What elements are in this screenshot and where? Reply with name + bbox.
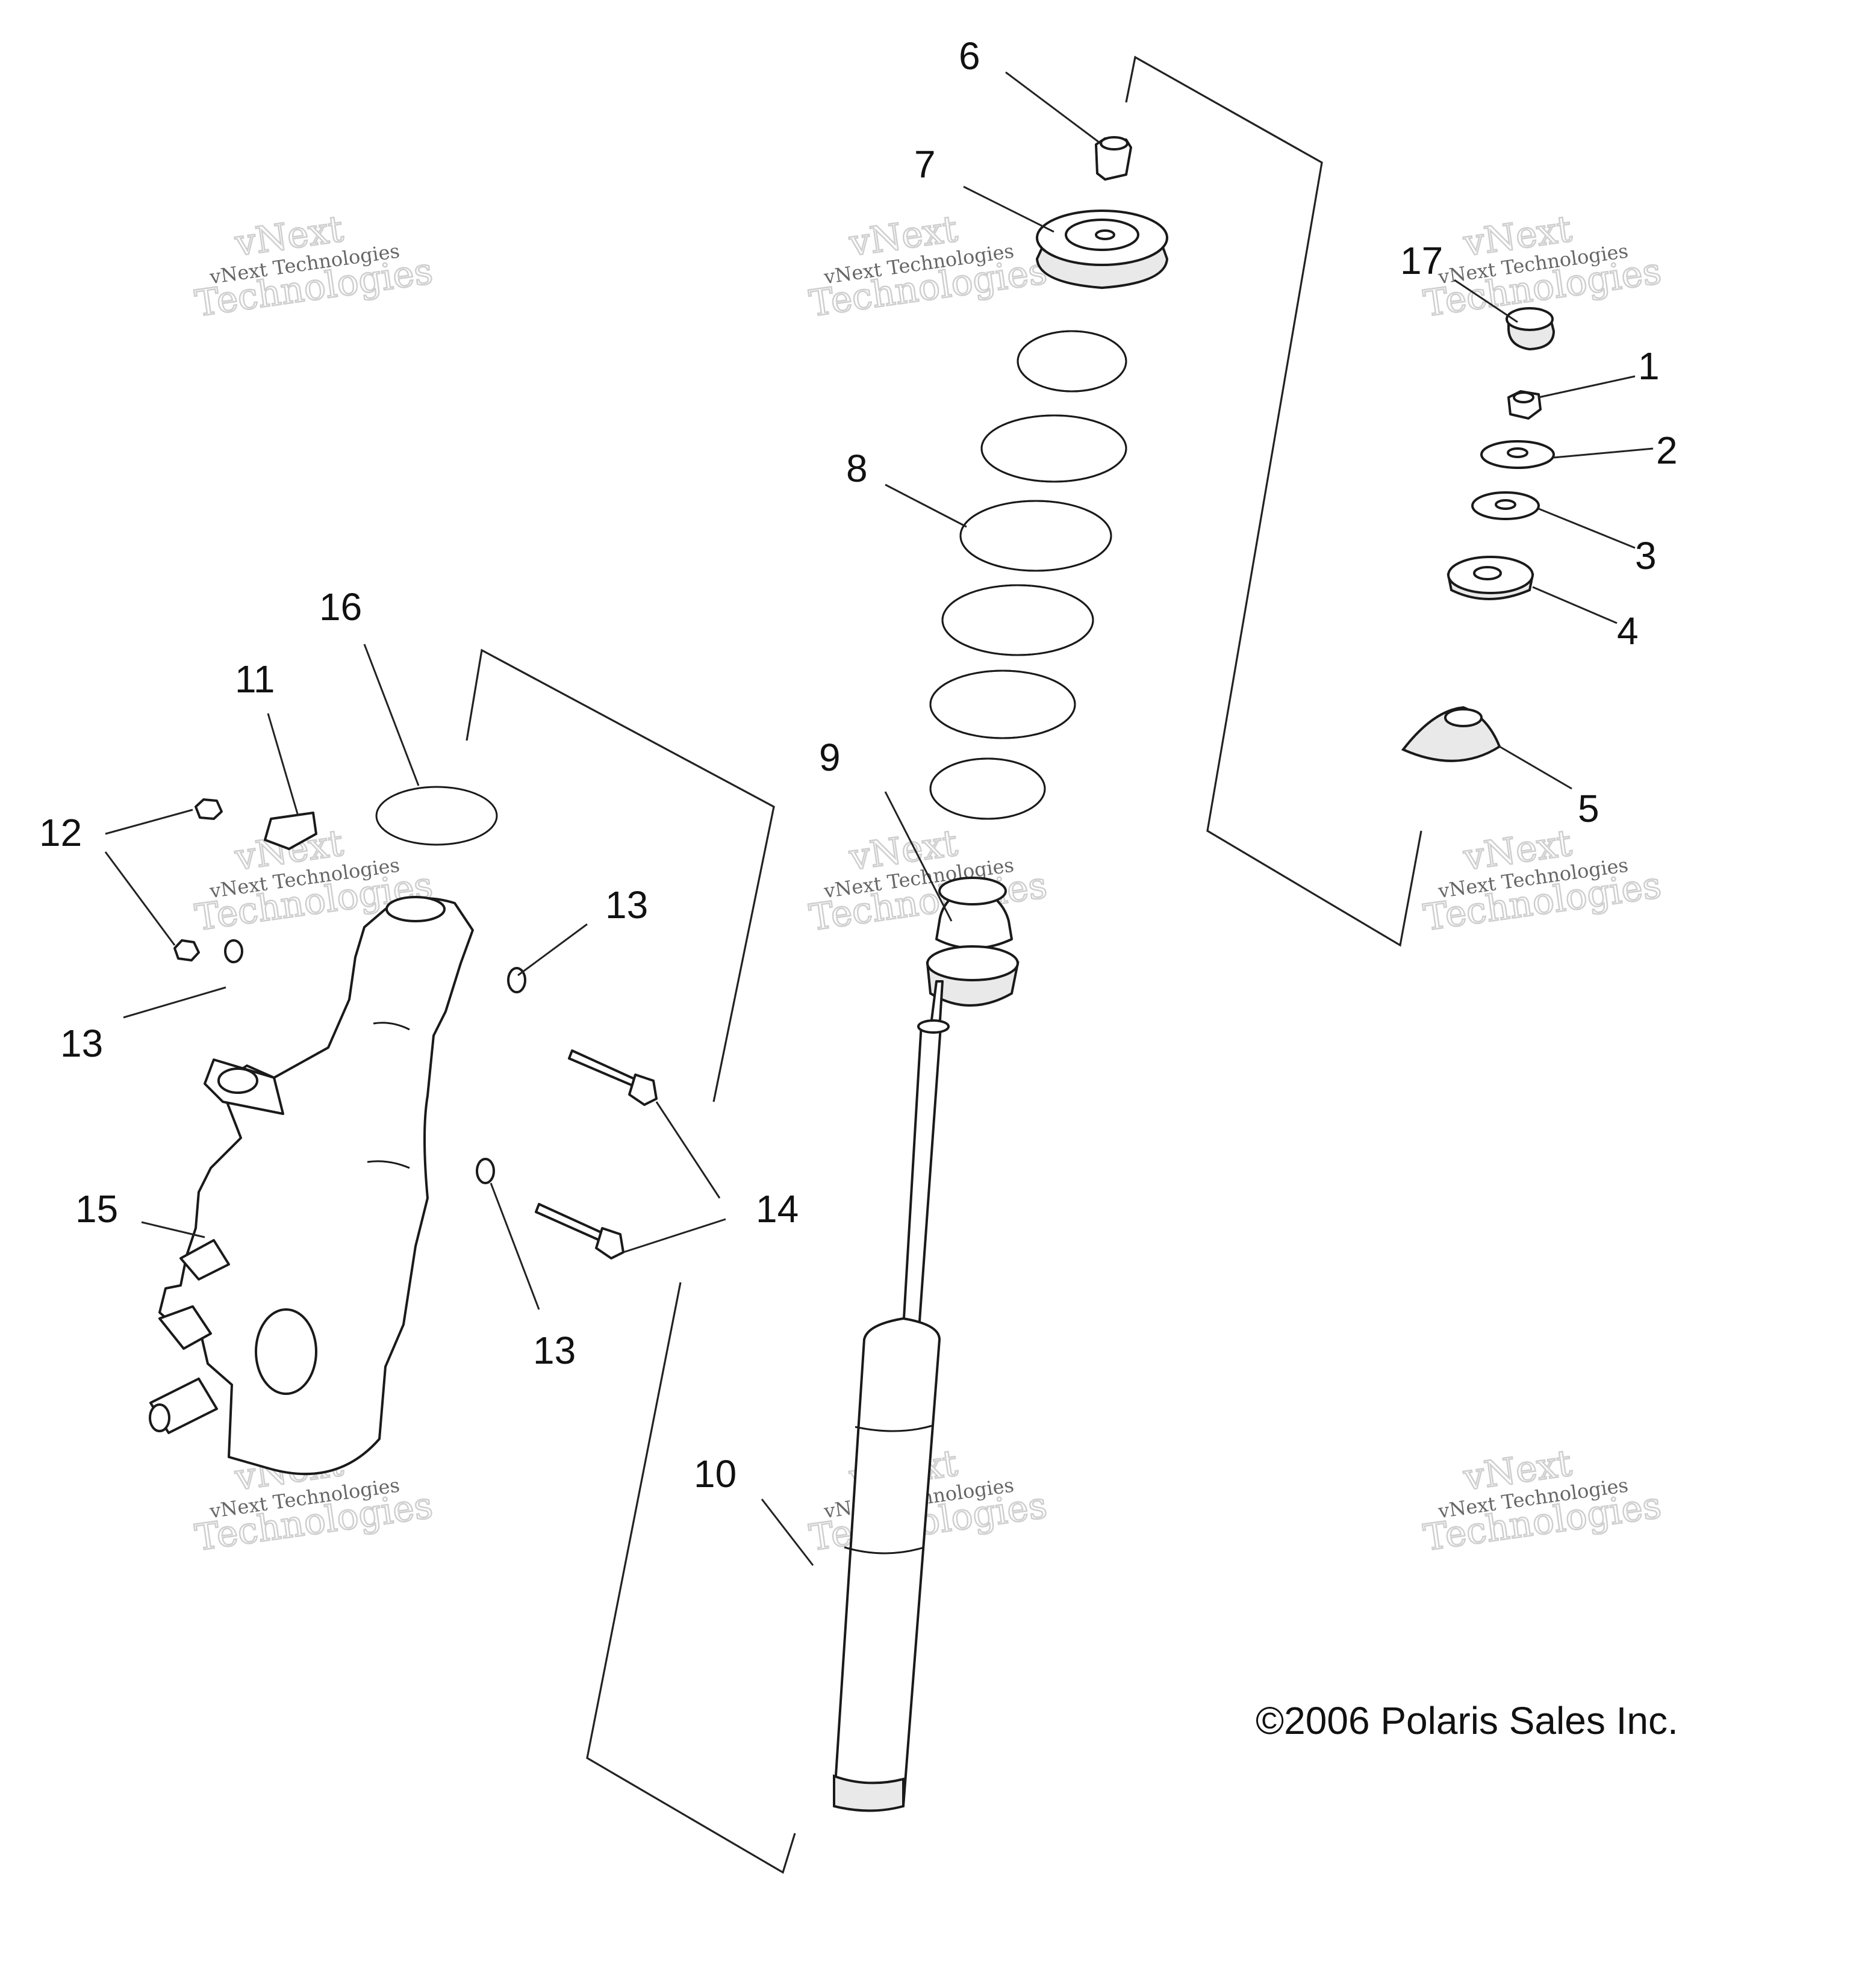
bracket-lower-assembly <box>466 648 796 1874</box>
leader-lines <box>104 71 1654 1566</box>
callout-17: 17 <box>1400 239 1443 282</box>
part-6-nut <box>1095 136 1132 181</box>
callout-4: 4 <box>1617 609 1639 653</box>
callout-10: 10 <box>694 1452 737 1496</box>
part-13-washer-low <box>476 1158 495 1184</box>
part-5-cup <box>1401 706 1501 762</box>
part-9-bump-stop <box>926 877 1020 1007</box>
callout-2: 2 <box>1656 429 1678 472</box>
watermark: vNext Technologies vNext Technologies <box>1420 821 1664 940</box>
callout-6: 6 <box>959 34 980 78</box>
callout-3: 3 <box>1635 534 1657 577</box>
part-14-bolt-lower <box>535 1203 624 1260</box>
part-12-nut-upper <box>195 798 223 820</box>
callout-16: 16 <box>319 585 362 629</box>
watermark: vNext Technologies vNext Technologies <box>1420 1441 1664 1560</box>
part-12-nut-lower <box>173 939 200 961</box>
part-17-cap <box>1506 307 1556 351</box>
part-3-washer <box>1471 491 1540 520</box>
part-11-clip <box>264 812 317 850</box>
callout-13-mid: 13 <box>605 883 648 927</box>
callout-1: 1 <box>1638 344 1660 388</box>
part-4-bushing <box>1447 556 1534 600</box>
callout-12: 12 <box>39 811 82 854</box>
part-14-bolt-upper <box>568 1049 658 1106</box>
watermark: vNext Technologies vNext Technologies <box>806 207 1050 326</box>
watermark: vNext Technologies vNext Technologies <box>806 821 1050 940</box>
callout-11: 11 <box>235 657 275 701</box>
part-13-washer-left <box>224 939 243 963</box>
watermark: vNext Technologies vNext Technologies <box>1420 207 1664 326</box>
callout-15: 15 <box>75 1187 118 1231</box>
copyright-text: ©2006 Polaris Sales Inc. <box>1256 1699 1678 1742</box>
part-8-coil-spring <box>929 330 1127 820</box>
bracket-upper-assembly <box>1125 55 1422 947</box>
callout-8: 8 <box>846 447 868 490</box>
watermark: vNext Technologies vNext Technologies <box>192 207 435 326</box>
callout-13-low: 13 <box>533 1329 576 1372</box>
part-7-spring-seat <box>1035 210 1169 290</box>
callout-7: 7 <box>914 143 936 186</box>
callout-14: 14 <box>756 1187 799 1231</box>
part-15-knuckle <box>149 896 474 1476</box>
callout-13-left: 13 <box>60 1022 103 1065</box>
part-1-nut <box>1507 390 1542 420</box>
callouts: 6 7 8 9 10 11 16 12 13 13 13 14 15 17 1 … <box>39 34 1678 1496</box>
part-16-o-ring <box>375 786 498 846</box>
callout-9: 9 <box>819 736 841 779</box>
callout-5: 5 <box>1578 787 1599 830</box>
part-10-strut <box>833 980 950 1812</box>
part-2-washer <box>1480 440 1555 469</box>
